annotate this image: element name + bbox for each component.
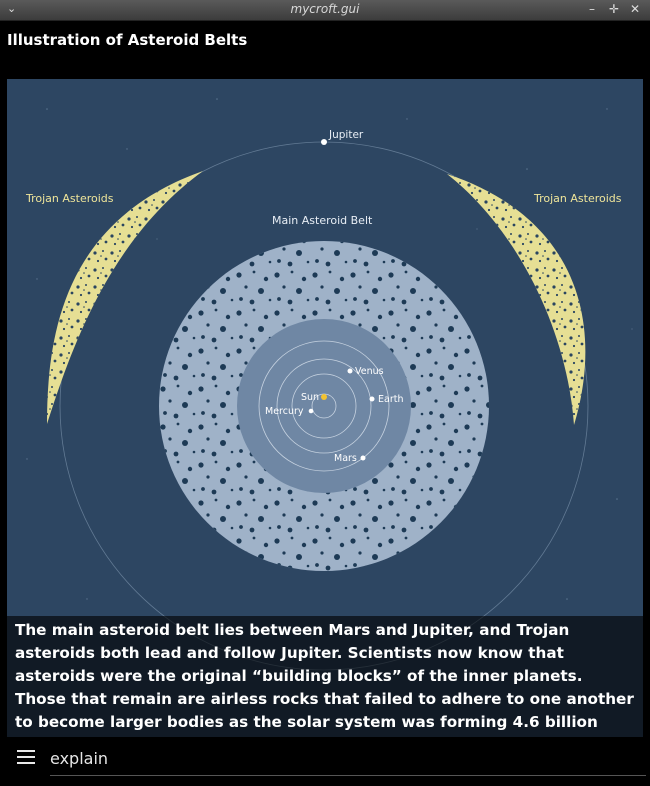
mercury-marker	[308, 408, 314, 414]
main-belt-label: Main Asteroid Belt	[272, 214, 373, 227]
app-content: Illustration of Asteroid Belts	[0, 21, 650, 754]
maximize-icon[interactable]: ✛	[608, 2, 620, 16]
trojan-left-label: Trojan Asteroids	[25, 192, 114, 205]
mars-orbit	[258, 340, 390, 472]
hamburger-menu-icon[interactable]	[17, 747, 35, 765]
minimize-icon[interactable]: –	[589, 2, 595, 16]
venus-label: Venus	[355, 366, 384, 377]
close-icon[interactable]: ✕	[629, 2, 641, 16]
earth-marker	[369, 396, 375, 402]
trojan-asteroids-right-dots	[447, 174, 586, 425]
page-title: Illustration of Asteroid Belts	[7, 31, 248, 49]
mars-label: Mars	[334, 453, 357, 464]
caption-overlay: The main asteroid belt lies between Mars…	[7, 616, 643, 754]
venus-marker	[347, 368, 353, 374]
window-titlebar: ⌄ mycroft.gui – ✛ ✕	[0, 0, 650, 21]
window-title: mycroft.gui	[290, 2, 360, 16]
earth-label: Earth	[378, 394, 403, 405]
inner-solar-system	[237, 319, 411, 493]
mercury-label: Mercury	[265, 406, 304, 417]
command-input[interactable]	[50, 743, 640, 773]
trojan-asteroids-left-dots	[47, 171, 203, 424]
command-bar	[0, 737, 650, 786]
sun-label: Sun	[301, 392, 319, 403]
caption-text: The main asteroid belt lies between Mars…	[15, 621, 634, 754]
star-field	[26, 98, 633, 600]
jupiter-marker	[321, 139, 327, 145]
jupiter-label: Jupiter	[328, 129, 364, 141]
trojan-right-label: Trojan Asteroids	[533, 192, 622, 205]
venus-orbit	[291, 373, 357, 439]
command-field	[50, 743, 646, 776]
earth-orbit	[276, 358, 372, 454]
sun-marker	[321, 394, 327, 400]
mars-marker	[360, 455, 366, 461]
chevron-down-icon[interactable]: ⌄	[7, 2, 17, 15]
